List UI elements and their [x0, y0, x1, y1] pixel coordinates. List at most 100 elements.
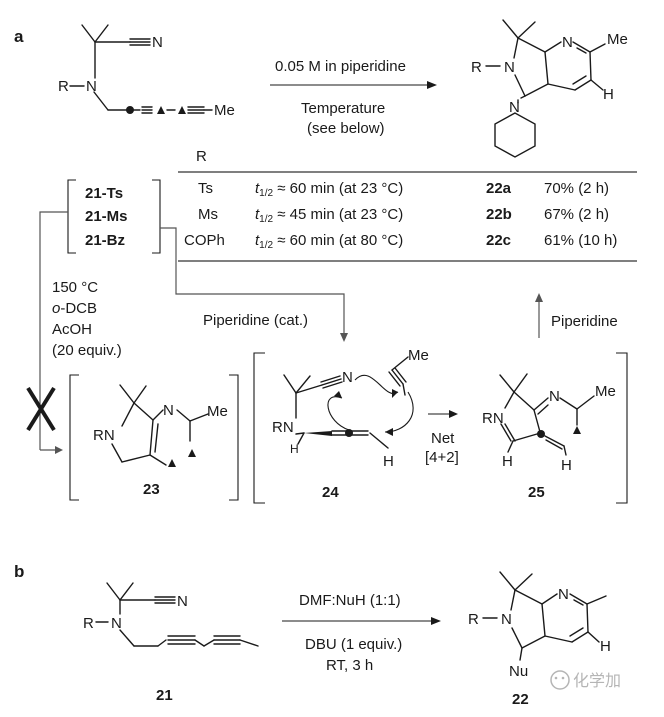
- product-b-nucleophile: Nu: [509, 663, 528, 680]
- substrate-21b-structure: [95, 582, 259, 647]
- svg-text:22c: 22c: [486, 232, 511, 249]
- triangle-marker-icon: [573, 426, 581, 434]
- table-row: Ts t1/2 ≈ 60 min (at 23 °C) 22a 70% (2 h…: [198, 180, 609, 199]
- arrowhead-icon: [449, 410, 458, 418]
- substrate-b-nitrogen: N: [111, 615, 122, 632]
- net-label: Net: [431, 430, 455, 447]
- table-row: COPh t1/2 ≈ 60 min (at 80 °C) 22c 61% (1…: [184, 232, 617, 251]
- cmpd23-nitrogen: N: [163, 402, 174, 419]
- radical-dot-icon: [126, 106, 134, 114]
- reaction-condition-note: (see below): [307, 120, 385, 137]
- triangle-marker-icon: [157, 106, 165, 114]
- arrowhead-icon: [431, 617, 441, 625]
- panel-b-condition-solvent: DMF:NuH (1:1): [299, 592, 401, 609]
- cmpd25-h-right: H: [561, 457, 572, 474]
- blocked-cross-icon: [26, 386, 56, 432]
- radical-dot-icon: [537, 430, 545, 438]
- compound-21-ms: 21-Ms: [85, 208, 128, 225]
- product-b-label: 22: [512, 691, 529, 708]
- svg-text:22b: 22b: [486, 206, 512, 223]
- table-row: Ms t1/2 ≈ 45 min (at 23 °C) 22b 67% (2 h…: [198, 206, 609, 225]
- reaction-condition-concentration: 0.05 M in piperidine: [275, 58, 406, 75]
- substrate-r-group: R: [58, 78, 69, 95]
- product-r-group: R: [471, 59, 482, 76]
- cmpd25-label: 25: [528, 484, 545, 501]
- panel-a-label: a: [14, 27, 24, 46]
- substrate-amine-nitrogen: N: [86, 78, 97, 95]
- thermal-condition-solvent: o-DCB: [52, 300, 97, 317]
- substrate-cn-nitrogen: N: [152, 34, 163, 51]
- panel-b-condition-base: DBU (1 equiv.): [305, 636, 402, 653]
- thermal-condition-temp: 150 °C: [52, 279, 98, 296]
- svg-text:t1/2 ≈ 60 min (at 80 °C): t1/2 ≈ 60 min (at 80 °C): [255, 232, 403, 251]
- net-bracket-label: [4+2]: [425, 449, 459, 466]
- svg-text:t1/2 ≈ 60 min (at 23 °C): t1/2 ≈ 60 min (at 23 °C): [255, 180, 403, 199]
- triangle-marker-icon: [178, 106, 186, 114]
- cmpd24-rn: RN: [272, 419, 294, 436]
- cmpd24-h-right: H: [383, 453, 394, 470]
- product-piperidine-nitrogen: N: [509, 99, 520, 116]
- table-header-r: R: [196, 148, 207, 165]
- radical-dot-icon: [345, 429, 353, 437]
- substrate-b-cn-nitrogen: N: [177, 593, 188, 610]
- cmpd23-rn: RN: [93, 427, 115, 444]
- compound-21-bz: 21-Bz: [85, 232, 125, 249]
- watermark-text: 化学加: [573, 672, 621, 690]
- wechat-logo-icon: [550, 670, 570, 690]
- svg-text:22a: 22a: [486, 180, 512, 197]
- arrowhead-icon: [427, 81, 437, 89]
- cmpd24-h-left: H: [290, 442, 299, 456]
- compound-25-structure: [499, 373, 595, 456]
- product-22b-structure: [482, 571, 607, 661]
- panel-b-condition-time: RT, 3 h: [326, 657, 373, 674]
- svg-text:COPh: COPh: [184, 232, 225, 249]
- cmpd24-methyl: Me: [408, 347, 429, 364]
- substrate-b-r-group: R: [83, 615, 94, 632]
- cmpd25-rn: RN: [482, 410, 504, 427]
- svg-text:61% (10 h): 61% (10 h): [544, 232, 617, 249]
- substrate-21-structure: [69, 24, 213, 114]
- thermal-path-arrow: [39, 211, 68, 454]
- product-hydrogen: H: [603, 86, 614, 103]
- svg-text:Ms: Ms: [198, 206, 218, 223]
- cmpd23-label: 23: [143, 481, 160, 498]
- substrate-b-label: 21: [156, 687, 173, 704]
- substrate-methyl: Me: [214, 102, 235, 119]
- product-b-r-group: R: [468, 611, 479, 628]
- catalytic-condition-label: Piperidine (cat.): [203, 312, 308, 329]
- compound-23-structure: [111, 384, 209, 467]
- watermark: 化学加: [550, 670, 621, 690]
- piperidine-label: Piperidine: [551, 313, 618, 330]
- catalytic-path-arrow: [160, 227, 348, 342]
- compound-24-structure: [283, 356, 414, 449]
- cmpd23-methyl: Me: [207, 403, 228, 420]
- compound-21-ts: 21-Ts: [85, 185, 123, 202]
- cmpd25-h-left: H: [502, 453, 513, 470]
- svg-text:t1/2 ≈ 45 min (at 23 °C): t1/2 ≈ 45 min (at 23 °C): [255, 206, 403, 225]
- cmpd25-methyl: Me: [595, 383, 616, 400]
- product-pyridine-nitrogen: N: [562, 34, 573, 51]
- compound-23-bracket: [69, 374, 239, 501]
- product-b-nitrogen: N: [501, 611, 512, 628]
- piperidine-up-arrow: [535, 293, 543, 338]
- triangle-marker-icon: [188, 449, 196, 457]
- reaction-condition-temperature: Temperature: [301, 100, 385, 117]
- svg-text:67% (2 h): 67% (2 h): [544, 206, 609, 223]
- product-methyl: Me: [607, 31, 628, 48]
- cmpd24-nitrogen: N: [342, 369, 353, 386]
- cmpd24-label: 24: [322, 484, 339, 501]
- cmpd25-nitrogen: N: [549, 388, 560, 405]
- product-b-pyridine-nitrogen: N: [558, 586, 569, 603]
- product-22-structure: [485, 19, 606, 158]
- triangle-marker-icon: [168, 459, 176, 467]
- thermal-condition-acid: AcOH: [52, 321, 92, 338]
- compound-bracket: [67, 179, 161, 254]
- svg-text:70% (2 h): 70% (2 h): [544, 180, 609, 197]
- product-b-hydrogen: H: [600, 638, 611, 655]
- product-ring-nitrogen: N: [504, 59, 515, 76]
- svg-text:Ts: Ts: [198, 180, 213, 197]
- thermal-condition-equiv: (20 equiv.): [52, 342, 122, 359]
- compound-24-25-bracket: [253, 352, 628, 504]
- panel-b-label: b: [14, 562, 24, 581]
